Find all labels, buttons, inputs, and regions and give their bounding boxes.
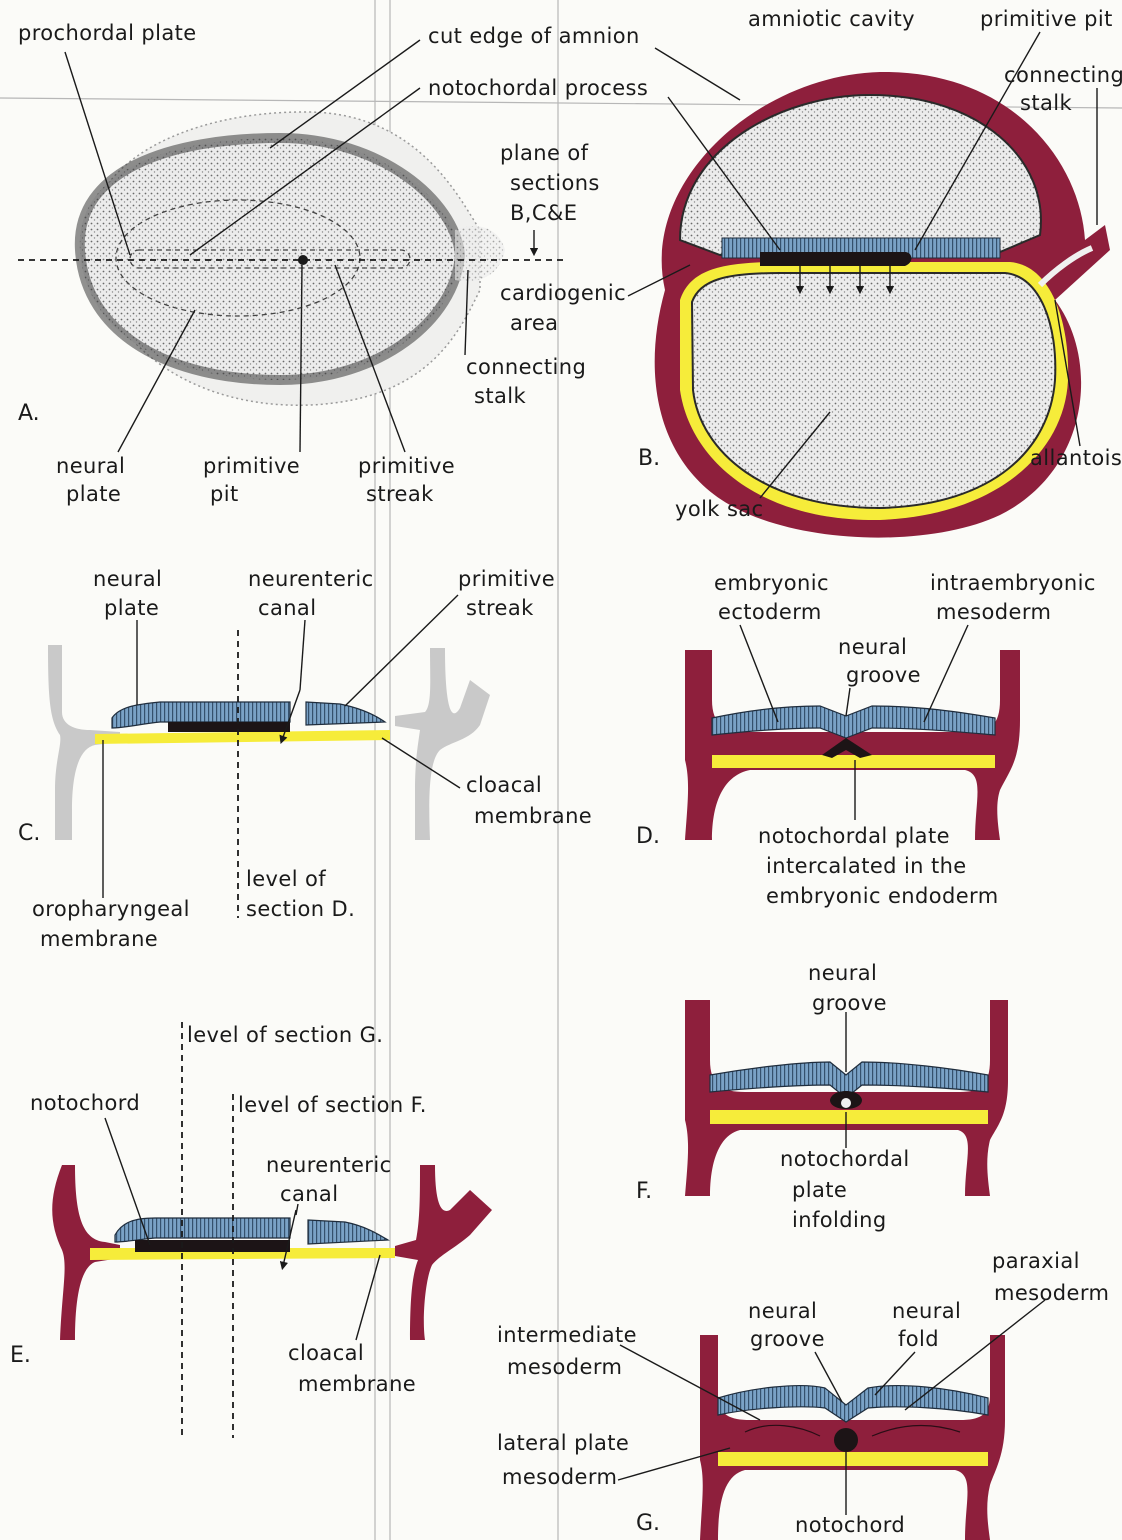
label-groove-f: groove: [812, 991, 887, 1015]
ectoderm-e-right: [308, 1220, 388, 1244]
panel-d-cross-section: embryonic ectoderm intraembryonic mesode…: [636, 571, 1096, 908]
right-wall-e: [395, 1165, 492, 1340]
label-neural-c: neural: [93, 567, 162, 591]
label-streak-c: streak: [466, 596, 534, 620]
label-stalk-b: stalk: [1020, 91, 1072, 115]
label-intermediate: intermediate: [497, 1323, 637, 1347]
label-plane-of: plane of: [500, 141, 589, 165]
label-membrane-e: membrane: [298, 1372, 416, 1396]
label-cardiogenic: cardiogenic: [500, 281, 626, 305]
label-lateral-plate: lateral plate: [497, 1431, 629, 1455]
panel-f-cross-section: neural groove notochordal F. plate infol…: [636, 961, 1008, 1232]
panel-label-a: A.: [18, 401, 40, 426]
label-plate-a: plate: [66, 482, 121, 506]
label-primitive-pit-b: primitive pit: [980, 7, 1113, 31]
yolk-layer-c: [95, 730, 390, 744]
label-primitive-streak-1: primitive: [358, 454, 455, 478]
notochord-g: [834, 1428, 858, 1452]
label-membrane-c: membrane: [474, 804, 592, 828]
embryonic-disc: [80, 138, 460, 380]
label-mesoderm-d: mesoderm: [936, 600, 1051, 624]
label-neurenteric-e: neurenteric: [266, 1153, 392, 1177]
label-neural-a: neural: [56, 454, 125, 478]
label-connecting-a: connecting: [466, 355, 586, 379]
label-yolk-sac: yolk sac: [675, 497, 764, 521]
yolk-d: [712, 755, 995, 768]
label-notochord-e: notochord: [30, 1091, 140, 1115]
panel-g-cross-section: paraxial mesoderm neural groove neural f…: [497, 1249, 1109, 1540]
label-canal-e: canal: [280, 1182, 338, 1206]
label-paraxial: paraxial: [992, 1249, 1080, 1273]
label-stalk-a: stalk: [474, 384, 526, 408]
panel-e-later-section: level of section G. notochord level of s…: [10, 1022, 492, 1438]
label-embryonic-endoderm: embryonic endoderm: [766, 884, 999, 908]
label-notochordal-plate-d: notochordal plate: [758, 824, 950, 848]
label-area: area: [510, 311, 558, 335]
label-cloacal-e: cloacal: [288, 1341, 364, 1365]
label-oro-membrane: membrane: [40, 927, 158, 951]
label-level-section-f: level of section F.: [238, 1093, 427, 1117]
label-section-d: section D.: [246, 897, 355, 921]
label-embryonic-d: embryonic: [714, 571, 829, 595]
label-intercalated: intercalated in the: [766, 854, 967, 878]
label-plate-f: plate: [792, 1178, 847, 1202]
label-b-c-e: B,C&E: [510, 201, 577, 225]
label-notochordal-f: notochordal: [780, 1147, 910, 1171]
notochord-e: [135, 1240, 290, 1252]
label-neural-d: neural: [838, 635, 907, 659]
panel-label-f: F.: [636, 1179, 652, 1204]
panel-label-g: G.: [636, 1511, 660, 1536]
label-connecting-b: connecting: [1004, 63, 1122, 87]
panel-label-b: B.: [638, 446, 660, 471]
label-level-section-g: level of section G.: [187, 1023, 383, 1047]
yolk-f: [710, 1110, 988, 1124]
panel-label-c: C.: [18, 821, 40, 846]
panel-a-embryonic-disc: prochordal plate cut edge of amnion noto…: [18, 21, 648, 506]
panel-label-d: D.: [636, 824, 660, 849]
label-neural-f: neural: [808, 961, 877, 985]
label-primitive-pit-1: primitive: [203, 454, 300, 478]
label-neural-g: neural: [748, 1299, 817, 1323]
label-groove-d: groove: [846, 663, 921, 687]
label-level-of-c: level of: [246, 867, 326, 891]
label-ectoderm-d: ectoderm: [718, 600, 822, 624]
label-lateral-mesoderm: mesoderm: [502, 1465, 617, 1489]
yolk-sac-cavity: [692, 273, 1055, 508]
label-notochordal-process: notochordal process: [428, 76, 648, 100]
label-oropharyngeal: oropharyngeal: [32, 897, 190, 921]
label-canal-c: canal: [258, 596, 316, 620]
label-prochordal-plate: prochordal plate: [18, 21, 197, 45]
label-primitive-pit-2: pit: [210, 482, 239, 506]
label-infolding-f: infolding: [792, 1208, 887, 1232]
ectoderm-g: [718, 1386, 988, 1422]
notochordal-process-b: [760, 252, 911, 266]
label-neurenteric-c: neurenteric: [248, 567, 374, 591]
label-groove-g: groove: [750, 1327, 825, 1351]
label-amniotic-cavity: amniotic cavity: [748, 7, 915, 31]
label-neural-fold-2: fold: [898, 1327, 939, 1351]
label-cut-edge-of-amnion: cut edge of amnion: [428, 24, 640, 48]
connecting-stalk-a: [455, 226, 505, 281]
panel-label-e: E.: [10, 1343, 31, 1368]
label-notochord-g: notochord: [795, 1513, 905, 1537]
label-cloacal-c: cloacal: [466, 773, 542, 797]
label-primitive-c: primitive: [458, 567, 555, 591]
label-sections: sections: [510, 171, 600, 195]
yolk-g: [718, 1452, 988, 1466]
notochordal-process-c: [168, 722, 290, 732]
label-plate-c: plate: [104, 596, 159, 620]
panel-c-early-section: neural plate neurenteric canal primitive…: [18, 567, 592, 951]
label-neural-fold-1: neural: [892, 1299, 961, 1323]
label-paraxial-mesoderm: mesoderm: [994, 1281, 1109, 1305]
infolding-lumen: [841, 1098, 851, 1108]
label-primitive-streak-2: streak: [366, 482, 434, 506]
label-intermediate-mesoderm: mesoderm: [507, 1355, 622, 1379]
label-allantois: allantois: [1030, 446, 1122, 470]
label-intraembryonic: intraembryonic: [930, 571, 1096, 595]
